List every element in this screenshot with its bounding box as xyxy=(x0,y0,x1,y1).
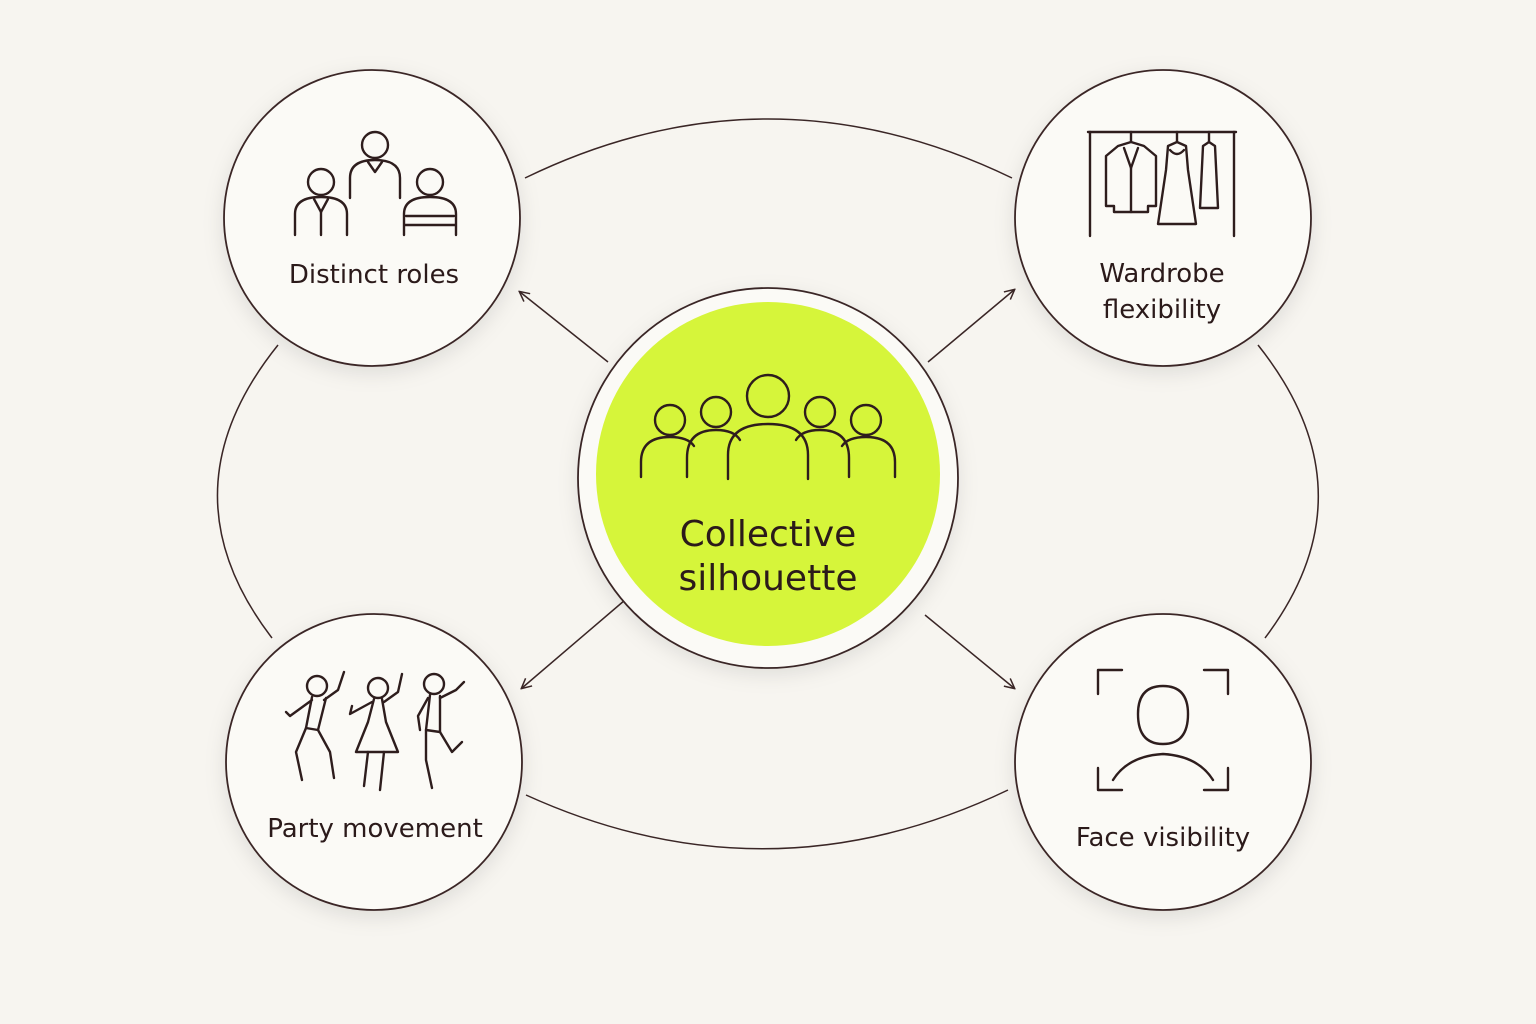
center-label-line1: Collective xyxy=(680,514,857,555)
node-distinct-roles: Distinct roles xyxy=(223,69,521,367)
connector-left xyxy=(216,344,279,639)
node-wardrobe-flexibility: Wardrobe flexibility xyxy=(1014,69,1312,367)
face-frame-icon xyxy=(1096,668,1230,792)
dancing-people-icon xyxy=(284,670,466,792)
arrow-to-distinct-roles xyxy=(520,292,609,363)
center-node: Collective silhouette xyxy=(577,287,959,669)
node-wardrobe-flexibility-label-line2: flexibility xyxy=(1103,295,1221,325)
arrow-to-party-movement xyxy=(522,599,626,688)
center-node-ring-stroke xyxy=(577,287,959,669)
connector-top xyxy=(524,118,1013,179)
node-face-visibility-circle xyxy=(1014,613,1312,911)
center-label-line2: silhouette xyxy=(679,558,858,599)
node-face-visibility: Face visibility xyxy=(1014,613,1312,911)
arrow-to-face-visibility xyxy=(924,614,1014,688)
center-node-fill xyxy=(596,302,940,646)
node-party-movement: Party movement xyxy=(225,613,523,911)
connector-bottom xyxy=(525,789,1009,850)
node-face-visibility-label: Face visibility xyxy=(1076,823,1250,853)
outer-connections xyxy=(216,118,1320,850)
arrow-to-wardrobe-flexibility xyxy=(927,290,1014,363)
node-distinct-roles-circle xyxy=(223,69,521,367)
node-wardrobe-flexibility-label-line1: Wardrobe xyxy=(1099,259,1224,289)
center-arrows xyxy=(520,290,1014,688)
clothing-rack-icon xyxy=(1086,130,1238,238)
node-party-movement-label: Party movement xyxy=(267,814,483,844)
group-of-people-icon xyxy=(639,373,897,481)
connector-right xyxy=(1257,344,1320,639)
node-party-movement-circle xyxy=(225,613,523,911)
three-people-roles-icon xyxy=(293,130,458,237)
node-distinct-roles-label: Distinct roles xyxy=(289,260,459,290)
